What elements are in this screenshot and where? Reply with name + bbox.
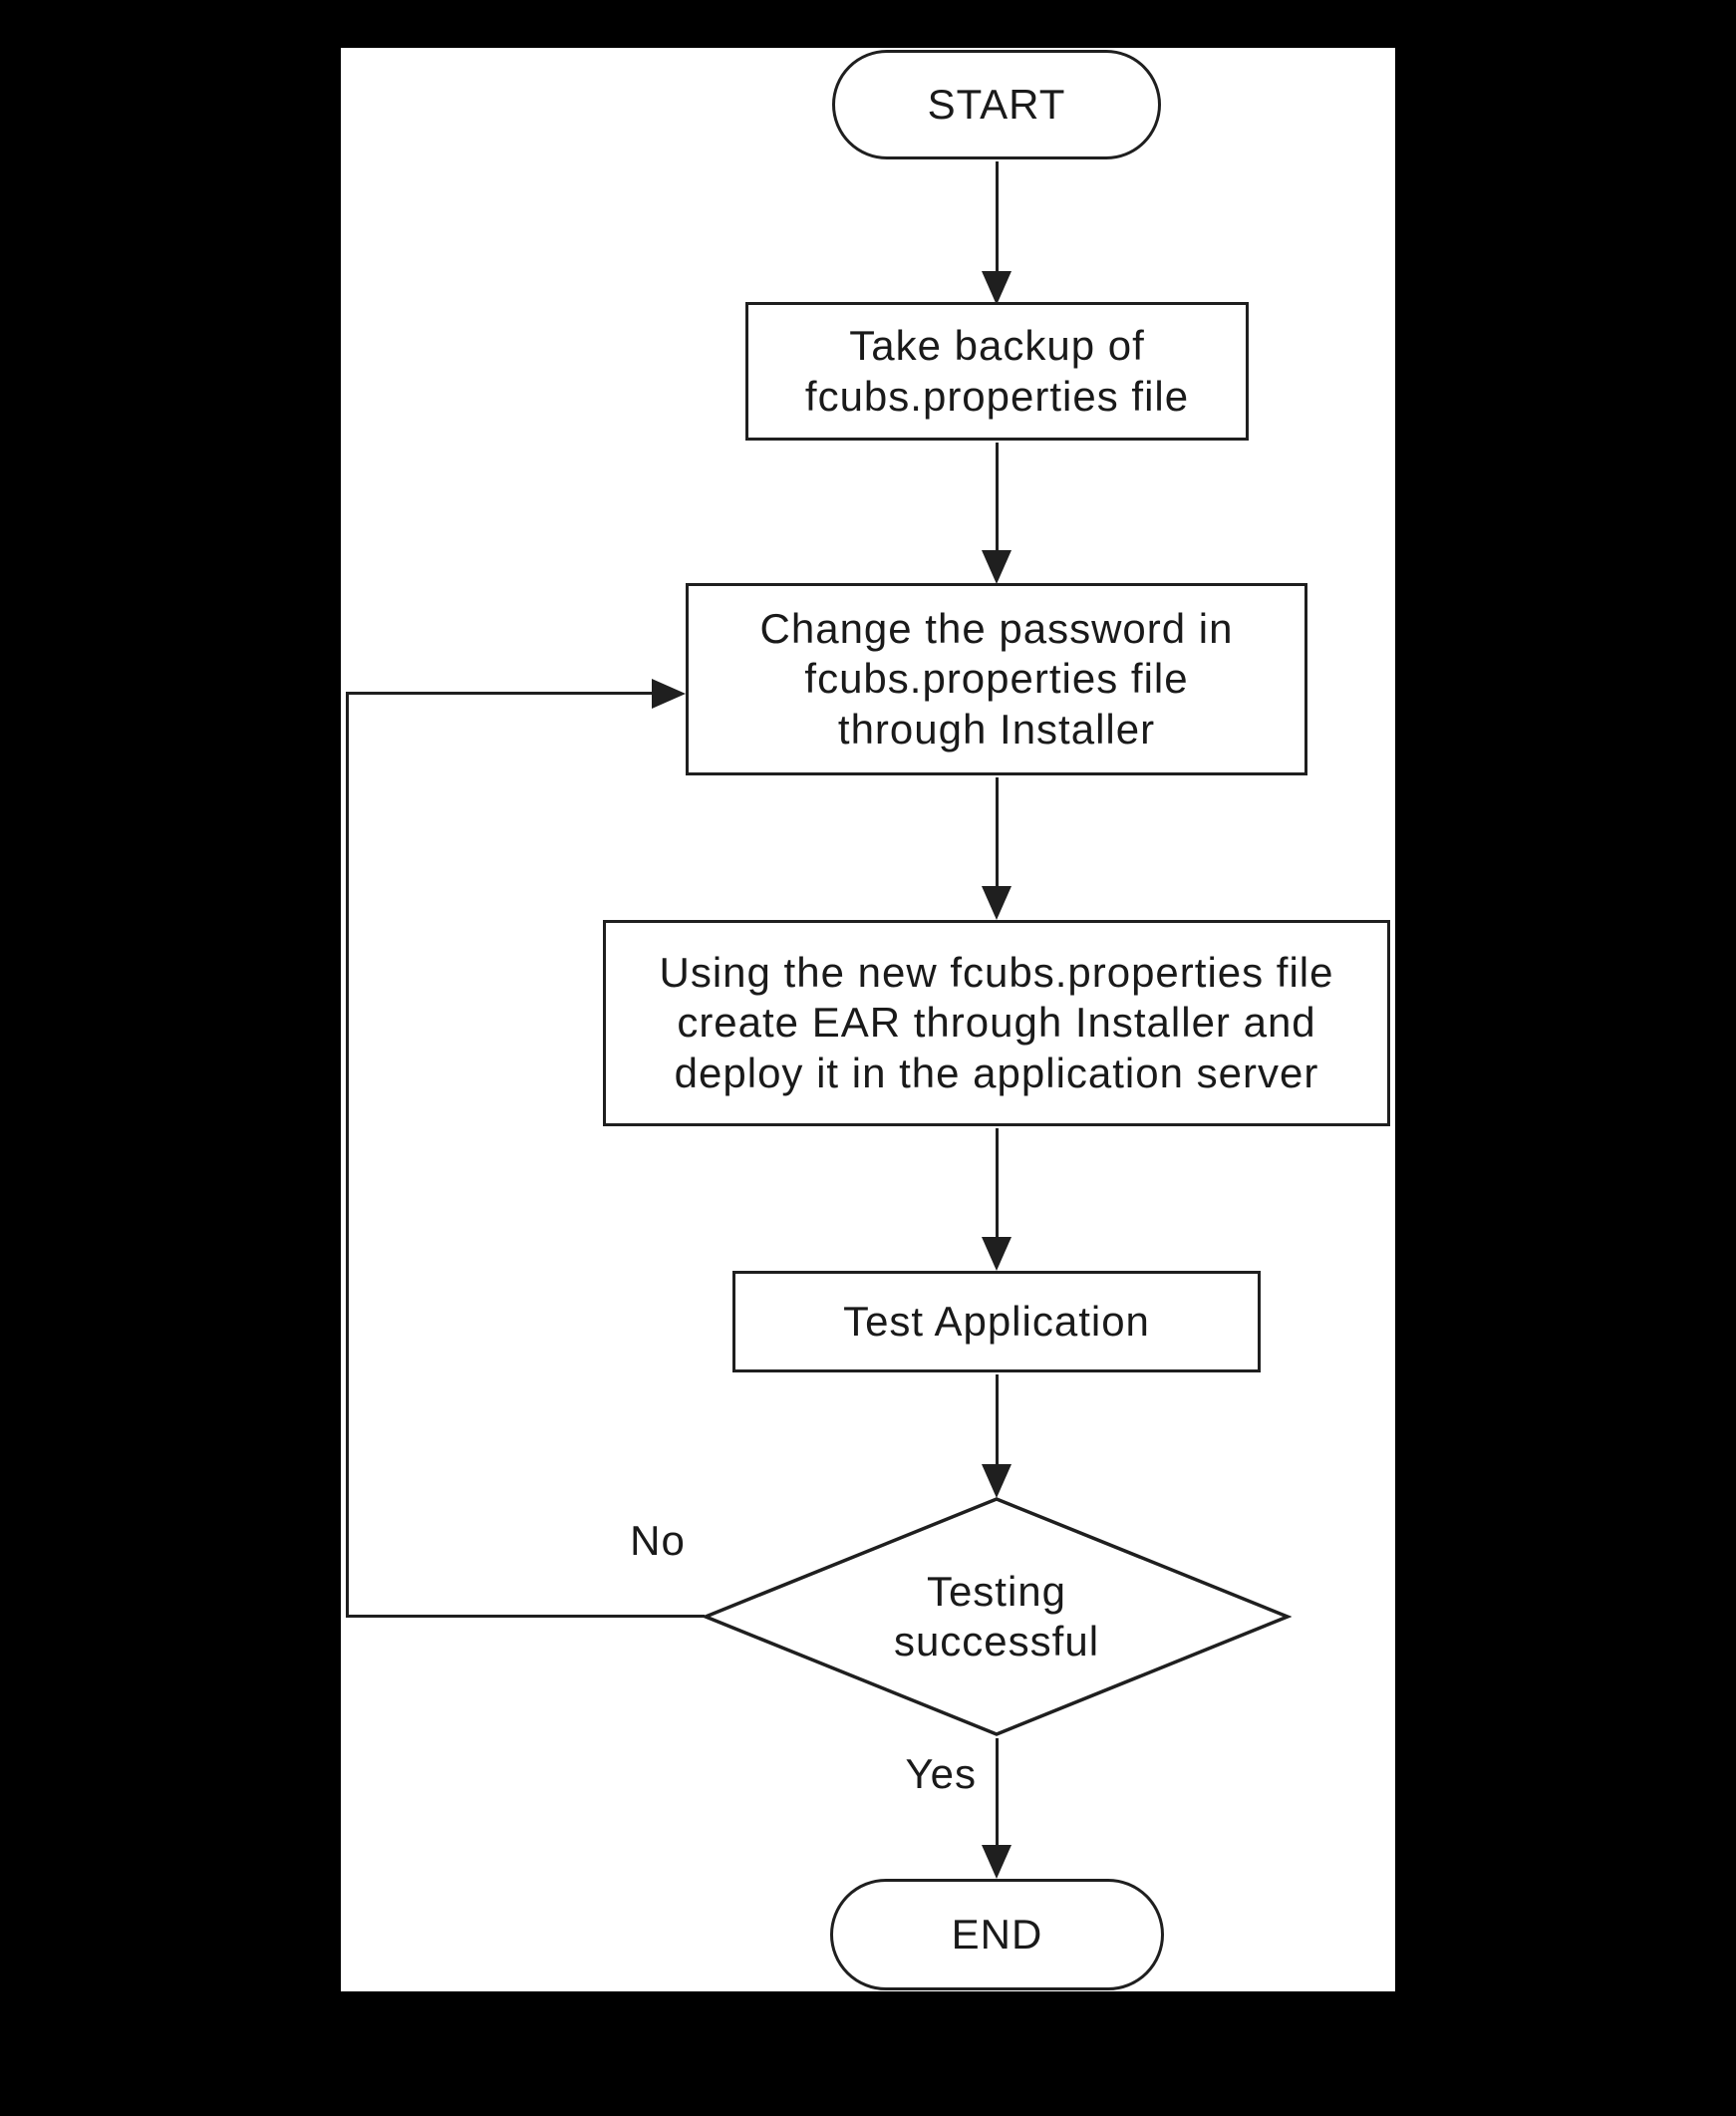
edge-start-to-backup-line (996, 161, 999, 273)
node-label: create EAR through Installer and (677, 999, 1316, 1047)
node-end-terminator: END (830, 1879, 1164, 1990)
edge-no-return-line (346, 692, 653, 695)
decision-diamond-shape (702, 1497, 1292, 1736)
node-testing-successful-decision: Testing successful (702, 1495, 1292, 1738)
edge-ear-to-test-line (996, 1128, 999, 1238)
edge-label-no: No (630, 1517, 686, 1564)
arrowhead-down-icon (982, 1464, 1012, 1498)
edge-test-to-decision-line (996, 1374, 999, 1466)
node-label: through Installer (837, 705, 1156, 753)
arrowhead-down-icon (982, 271, 1012, 305)
arrowhead-down-icon (982, 550, 1012, 584)
arrowhead-right-icon (652, 679, 686, 709)
node-label: successful (893, 1618, 1100, 1664)
node-label: deploy it in the application server (674, 1049, 1319, 1096)
arrowhead-down-icon (982, 1237, 1012, 1271)
node-label: Change the password in (759, 604, 1234, 652)
arrowhead-down-icon (982, 886, 1012, 920)
node-change-password-process: Change the password in fcubs.properties … (686, 583, 1307, 775)
node-label: Using the new fcubs.properties file (659, 948, 1334, 996)
edge-no-horizontal-line (346, 1615, 705, 1618)
node-label: fcubs.properties file (804, 372, 1190, 420)
arrowhead-down-icon (982, 1845, 1012, 1879)
node-label: fcubs.properties file (804, 655, 1189, 703)
node-create-ear-process: Using the new fcubs.properties file crea… (603, 920, 1390, 1126)
node-test-application-process: Test Application (732, 1271, 1261, 1372)
node-label: START (927, 80, 1066, 128)
edge-change-to-ear-line (996, 777, 999, 887)
node-start-terminator: START (832, 50, 1161, 159)
edge-label-yes: Yes (905, 1750, 977, 1797)
node-take-backup-process: Take backup of fcubs.properties file (745, 302, 1249, 441)
edge-no-vertical-line (346, 692, 349, 1618)
node-label: Take backup of (849, 322, 1145, 370)
node-label: Testing (926, 1567, 1067, 1615)
decision-label: Testing successful (894, 1567, 1099, 1667)
node-label: Test Application (843, 1297, 1150, 1345)
node-label: END (951, 1910, 1043, 1958)
edge-backup-to-change-line (996, 443, 999, 552)
edge-decision-to-end-line (996, 1738, 999, 1846)
